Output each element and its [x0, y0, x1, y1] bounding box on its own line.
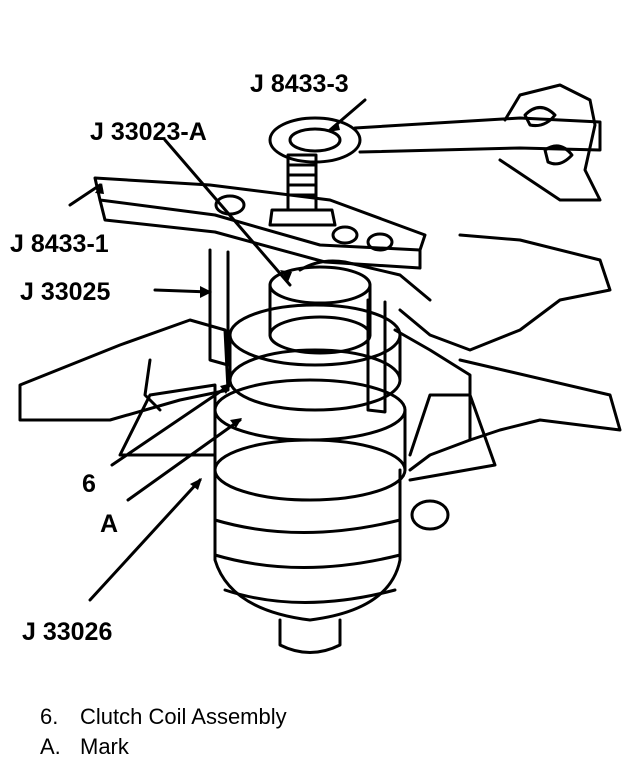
wrench-head: [268, 116, 362, 164]
bottom-plate: [118, 383, 217, 457]
leader-j33023a: [163, 138, 292, 287]
callout-j33025: J 33025: [20, 278, 111, 306]
legend: 6. Clutch Coil Assembly A. Mark: [40, 702, 287, 762]
installer-ring: [228, 303, 402, 367]
leader-a: [126, 418, 242, 502]
legend-item: A. Mark: [40, 732, 287, 762]
callout-j8433-1: J 8433-1: [10, 230, 109, 258]
leader-j33026: [88, 478, 202, 602]
hand-top: [498, 83, 602, 202]
compressor-body: [213, 468, 402, 622]
callout-item-6: 6: [82, 470, 96, 498]
left-leg: [208, 248, 230, 367]
wrench-handle: [353, 116, 602, 154]
legend-key: A.: [40, 734, 61, 759]
top-bar: [93, 176, 427, 252]
leader-j8433-1: [68, 183, 102, 207]
legend-item: 6. Clutch Coil Assembly: [40, 702, 287, 732]
leader-6: [110, 383, 232, 467]
diagram-figure: J 8433-3 J 33023-A J 8433-1 J 33025 6 A …: [10, 70, 622, 654]
housing-right: [458, 358, 622, 442]
legend-key: 6.: [40, 704, 59, 729]
callout-j8433-3: J 8433-3: [250, 70, 349, 98]
callout-item-a: A: [100, 510, 119, 538]
housing-outline: [18, 318, 230, 422]
callout-j33026: J 33026: [22, 618, 113, 646]
legend-text: Mark: [80, 734, 129, 759]
assembly-illustration: [18, 83, 622, 654]
callout-j33023-a: J 33023-A: [90, 118, 207, 146]
legend-text: Clutch Coil Assembly: [80, 704, 287, 729]
hand-lower: [398, 233, 612, 352]
